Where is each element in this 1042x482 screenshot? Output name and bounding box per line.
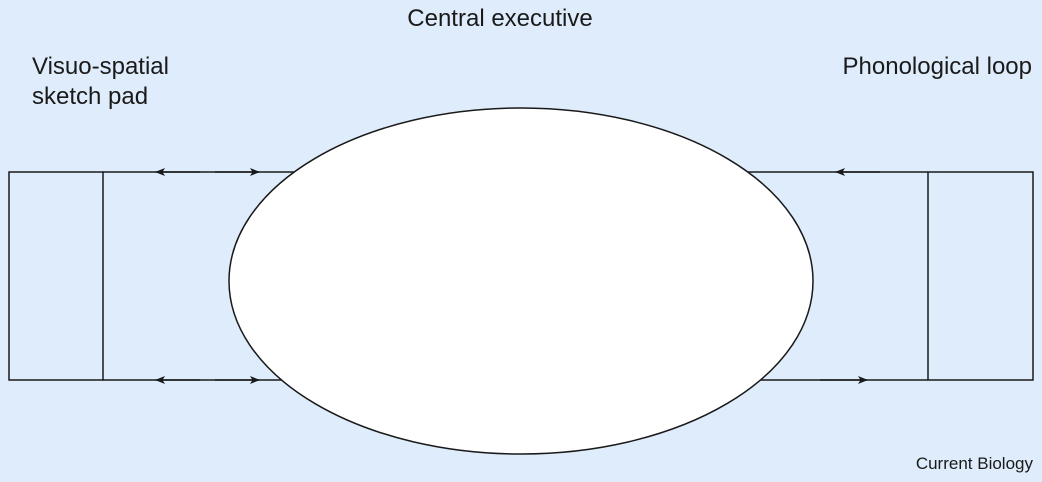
visuo-spatial-label: Visuo-spatial sketch pad <box>32 52 169 112</box>
phonological-loop-box <box>927 171 1034 381</box>
central-executive-ellipse <box>228 107 814 455</box>
phonological-loop-label: Phonological loop <box>842 53 1032 80</box>
visuo-spatial-label-line1: Visuo-spatial <box>32 53 169 80</box>
journal-credit: Current Biology <box>915 454 1033 473</box>
visuo-spatial-box <box>8 171 104 381</box>
visuo-spatial-label-line2: sketch pad <box>32 83 149 110</box>
central-executive-label: Central executive <box>407 5 593 32</box>
